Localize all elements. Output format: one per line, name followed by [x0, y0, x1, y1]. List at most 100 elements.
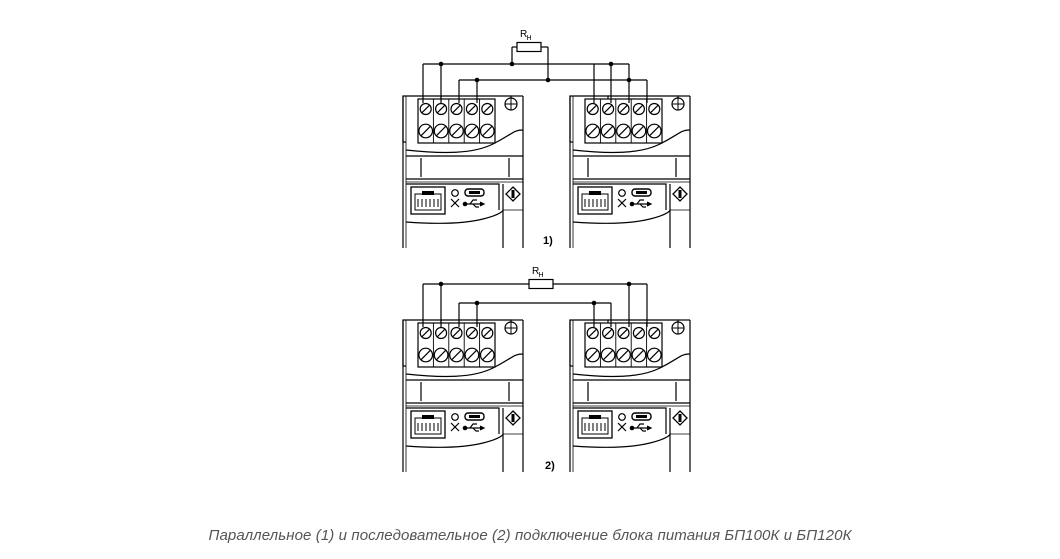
- screw-slot: [466, 349, 478, 361]
- power-diamond-icon: [511, 190, 515, 198]
- resistor-body: [516, 41, 542, 53]
- usb-icon: [646, 201, 653, 207]
- usb-icon: [479, 425, 486, 431]
- panel-cut: [405, 209, 504, 224]
- ethernet-latch: [589, 191, 601, 195]
- usb-icon: [479, 201, 486, 207]
- screw-slot: [634, 104, 644, 114]
- usb-icon: [469, 423, 477, 429]
- screw-slot: [618, 125, 629, 137]
- screw-slot: [420, 125, 432, 137]
- power-supply-module-1a: [402, 95, 524, 248]
- cover-edge: [405, 353, 524, 378]
- screw-slot: [619, 104, 628, 114]
- screw-slot: [467, 104, 477, 114]
- ethernet-socket: [581, 193, 609, 211]
- junction-dot: [626, 77, 632, 83]
- usb-port-inner: [469, 191, 480, 194]
- screw-slot: [482, 104, 492, 114]
- screw-slot: [420, 349, 432, 361]
- screw-slot: [482, 328, 492, 338]
- screw-slot: [452, 104, 461, 114]
- screw-slot: [648, 349, 660, 361]
- junction-dot: [474, 300, 480, 306]
- usb-port-inner: [636, 191, 647, 194]
- junction-dot: [509, 61, 515, 67]
- tools-icon: [450, 198, 460, 208]
- usb-icon: [636, 199, 644, 205]
- screw-slot: [451, 125, 462, 137]
- diagram-label-2: 2): [545, 460, 555, 472]
- power-supply-module-1b: [569, 95, 691, 248]
- screw-slot: [481, 349, 493, 361]
- screw-slot: [633, 349, 645, 361]
- screw-slot: [435, 349, 447, 361]
- screw-slot: [436, 328, 446, 338]
- screw-slot: [588, 104, 598, 114]
- power-diamond-icon: [678, 190, 682, 198]
- screw-slot: [587, 349, 599, 361]
- junction-dot: [591, 300, 597, 306]
- junction-dot: [438, 281, 444, 287]
- usb-icon: [639, 427, 646, 432]
- screw-slot: [481, 125, 493, 137]
- screw-slot: [587, 125, 599, 137]
- screw-slot: [435, 125, 447, 137]
- cover-edge: [572, 129, 691, 154]
- screw-slot: [421, 328, 431, 338]
- panel-outline: [573, 407, 667, 434]
- screw-slot: [602, 349, 614, 361]
- power-diamond-icon: [678, 414, 682, 422]
- screw-slot: [421, 104, 431, 114]
- screw-slot: [436, 104, 446, 114]
- panel-outline: [573, 183, 667, 210]
- screw-slot: [452, 328, 461, 338]
- led-indicator: [618, 189, 626, 197]
- usb-port-inner: [636, 415, 647, 418]
- led-indicator: [618, 413, 626, 421]
- usb-icon: [472, 203, 479, 208]
- panel-outline: [406, 407, 500, 434]
- figure-caption: Параллельное (1) и последовательное (2) …: [208, 527, 852, 544]
- screw-slot: [649, 104, 659, 114]
- junction-dot: [626, 281, 632, 287]
- tools-icon: [617, 198, 627, 208]
- screw-slot: [603, 104, 613, 114]
- ethernet-latch: [422, 415, 434, 419]
- panel-cut: [572, 209, 671, 224]
- screw-slot: [588, 328, 598, 338]
- cover-edge: [405, 129, 524, 154]
- resistor-body: [528, 278, 554, 290]
- screw-slot: [649, 328, 659, 338]
- screw-slot: [602, 125, 614, 137]
- usb-icon: [636, 423, 644, 429]
- ethernet-socket: [414, 193, 442, 211]
- junction-dot: [438, 61, 444, 67]
- resistor-label-subscript: H: [539, 272, 544, 279]
- usb-icon: [646, 425, 653, 431]
- junction-dot: [608, 61, 614, 67]
- power-supply-module-2a: [402, 319, 524, 472]
- screw-slot: [648, 125, 660, 137]
- resistor-label-subscript: H: [527, 35, 532, 42]
- usb-port-inner: [469, 415, 480, 418]
- screw-slot: [603, 328, 613, 338]
- screw-slot: [467, 328, 477, 338]
- ethernet-latch: [422, 191, 434, 195]
- usb-icon: [469, 199, 477, 205]
- usb-icon: [639, 203, 646, 208]
- screw-slot: [619, 328, 628, 338]
- junction-dot: [474, 77, 480, 83]
- resistor-label: R: [520, 29, 527, 40]
- screw-slot: [466, 125, 478, 137]
- led-indicator: [451, 413, 459, 421]
- usb-icon: [472, 427, 479, 432]
- diagram-label-1: 1): [543, 235, 553, 247]
- ethernet-socket: [581, 417, 609, 435]
- panel-cut: [405, 433, 504, 448]
- resistor-label: R: [532, 266, 539, 277]
- screw-slot: [618, 349, 629, 361]
